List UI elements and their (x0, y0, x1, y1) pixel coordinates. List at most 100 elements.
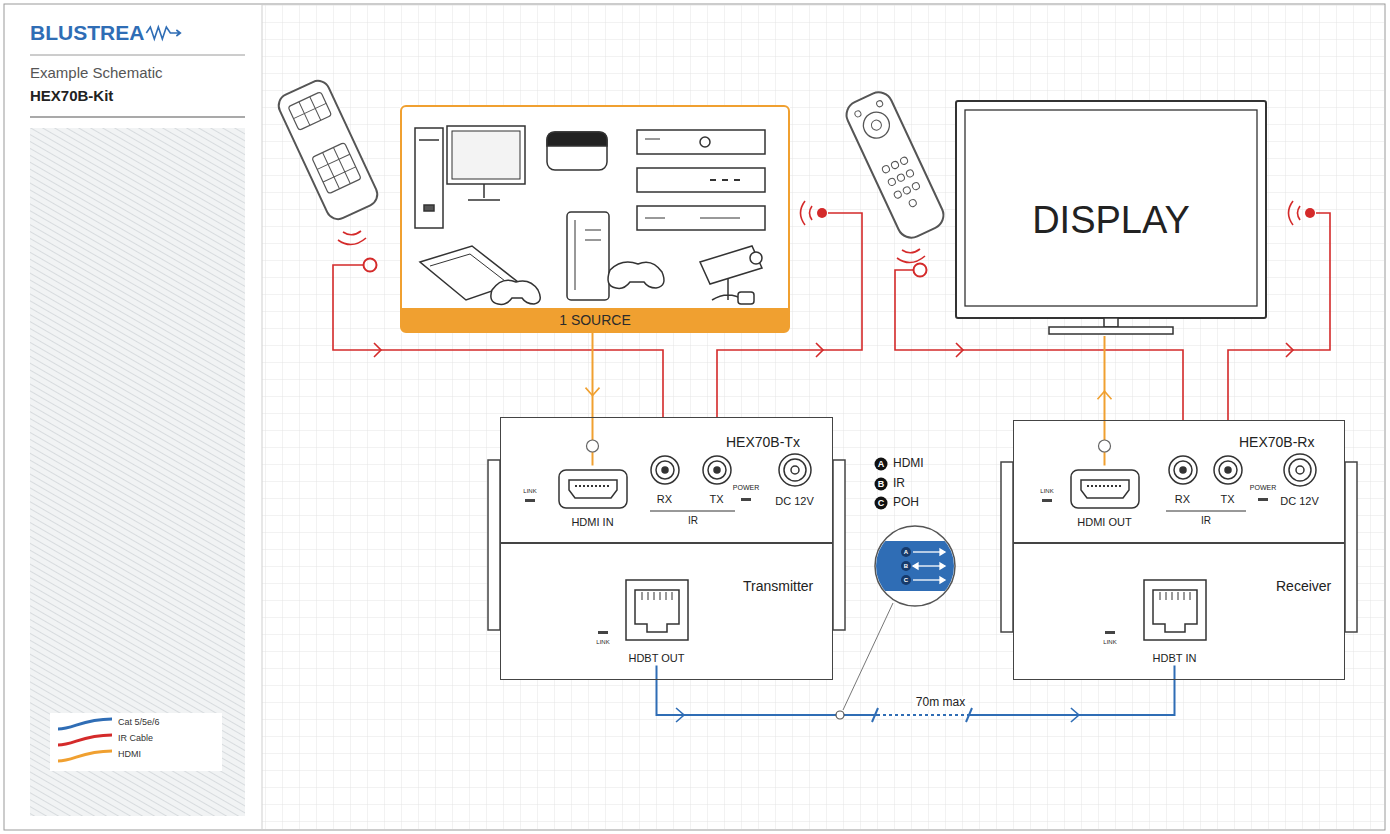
callout-letter: B (904, 563, 908, 570)
jack-outline (703, 456, 731, 484)
transmitter-front-panel: HDMI INRXTXDC 12VHEX70B-Tx (500, 417, 833, 543)
jack-outline (708, 461, 726, 479)
rj45-outline (642, 592, 672, 600)
rj45-outline (626, 580, 688, 640)
source-devices (700, 137, 710, 147)
led-indicator (598, 631, 608, 634)
cable-cross-section (843, 526, 960, 710)
port-label: RX (657, 493, 672, 506)
remote-control (275, 77, 381, 223)
source-devices (700, 246, 762, 284)
cable-cross-section (940, 549, 945, 555)
remote-control (859, 108, 894, 143)
cable-decoration (836, 711, 844, 719)
hdmi-cable (586, 333, 600, 466)
remote-control (893, 190, 902, 199)
remote-control (842, 88, 948, 242)
legend-swatch (58, 735, 112, 745)
node-title: HEX70B-Rx (1239, 434, 1314, 450)
signal-name: POH (893, 496, 919, 510)
frame (4, 4, 1385, 830)
legend-swatch (58, 751, 112, 761)
legend-swatch (58, 719, 112, 729)
cable-cross-section (872, 541, 960, 591)
rj45-port: HDBT IN (1140, 578, 1210, 666)
source-devices (468, 184, 500, 200)
hdmi-port: HDMI IN (548, 466, 638, 530)
source-devices (547, 132, 607, 146)
port-label: TX (1220, 493, 1234, 506)
callout-letter: A (904, 549, 908, 556)
source-devices (710, 179, 740, 181)
legend-text: Cat 5/5e/6 (118, 717, 160, 727)
dc-outline (791, 466, 799, 474)
ir-cable (897, 249, 925, 263)
jack-outline (651, 456, 679, 484)
arrow-chevron (1071, 708, 1079, 722)
legend-entry: Cat 5/5e/6 (56, 716, 216, 731)
ir-cable (1305, 208, 1315, 218)
remote-control (312, 142, 362, 193)
node-title: Transmitter (743, 578, 813, 594)
frame (262, 5, 1384, 829)
port-label: HDMI OUT (1077, 516, 1131, 529)
jack-outline (714, 467, 720, 473)
dc-outline (784, 459, 806, 481)
source-devices (575, 220, 601, 290)
remote-control (896, 173, 905, 182)
extender-housing (833, 460, 845, 630)
cable-cross-section (940, 563, 945, 569)
sidebar (30, 55, 245, 56)
source-devices (491, 280, 540, 304)
remote-control (870, 118, 883, 131)
hdmi-outline (559, 470, 627, 508)
callout-letter: C (904, 577, 908, 584)
legend-text: IR Cable (118, 733, 153, 743)
sidebar (50, 713, 222, 771)
transmitter-rear-panel: HDBT OUT Transmitter (500, 543, 833, 680)
callout-bullet (875, 458, 888, 471)
diagram-title: HEX70B-Kit (30, 87, 113, 104)
source-devices (419, 139, 439, 141)
remote-control (288, 92, 332, 131)
power-jack: DC 12V (1265, 452, 1335, 509)
source-devices (738, 292, 754, 304)
hdmi-outline (569, 480, 617, 498)
rj45-outline (1144, 580, 1206, 640)
port-label: HDMI IN (571, 516, 613, 529)
rj45-outline (1153, 590, 1197, 632)
rj45-port: HDBT OUT (622, 578, 692, 666)
source-devices (452, 131, 520, 179)
extender-housing (1001, 462, 1013, 632)
source-devices (430, 254, 505, 281)
cable-decoration (587, 440, 599, 452)
ir-cable (374, 343, 1293, 357)
indicator-label: LINK (1040, 488, 1053, 495)
ir-jack: RX (647, 455, 683, 507)
indicator-label: POWER (1250, 484, 1276, 492)
ir-cable (1289, 201, 1301, 225)
port-label: DC 12V (775, 495, 814, 508)
remote-control (288, 92, 332, 131)
legend-swatch (56, 732, 114, 747)
remote-control (312, 142, 362, 193)
arrow-chevron (586, 388, 600, 396)
cat-cable (657, 666, 1175, 716)
port-label: HDBT OUT (628, 652, 684, 665)
arrow-chevron (676, 708, 684, 722)
callout-letter: B (878, 479, 885, 489)
remote-control (854, 110, 862, 118)
monitor-outline (1104, 318, 1118, 327)
port-label: RX (1175, 493, 1190, 506)
dc-outline (1284, 454, 1316, 486)
source-devices (750, 252, 762, 264)
cable-cross-section (913, 549, 945, 583)
jack-outline (1214, 456, 1242, 484)
port-label: TX (709, 493, 723, 506)
ir-cable (338, 231, 366, 245)
cat-cable (657, 666, 1175, 723)
jack-outline (1180, 467, 1186, 473)
remote-control (275, 77, 381, 223)
jack-outline (662, 467, 668, 473)
